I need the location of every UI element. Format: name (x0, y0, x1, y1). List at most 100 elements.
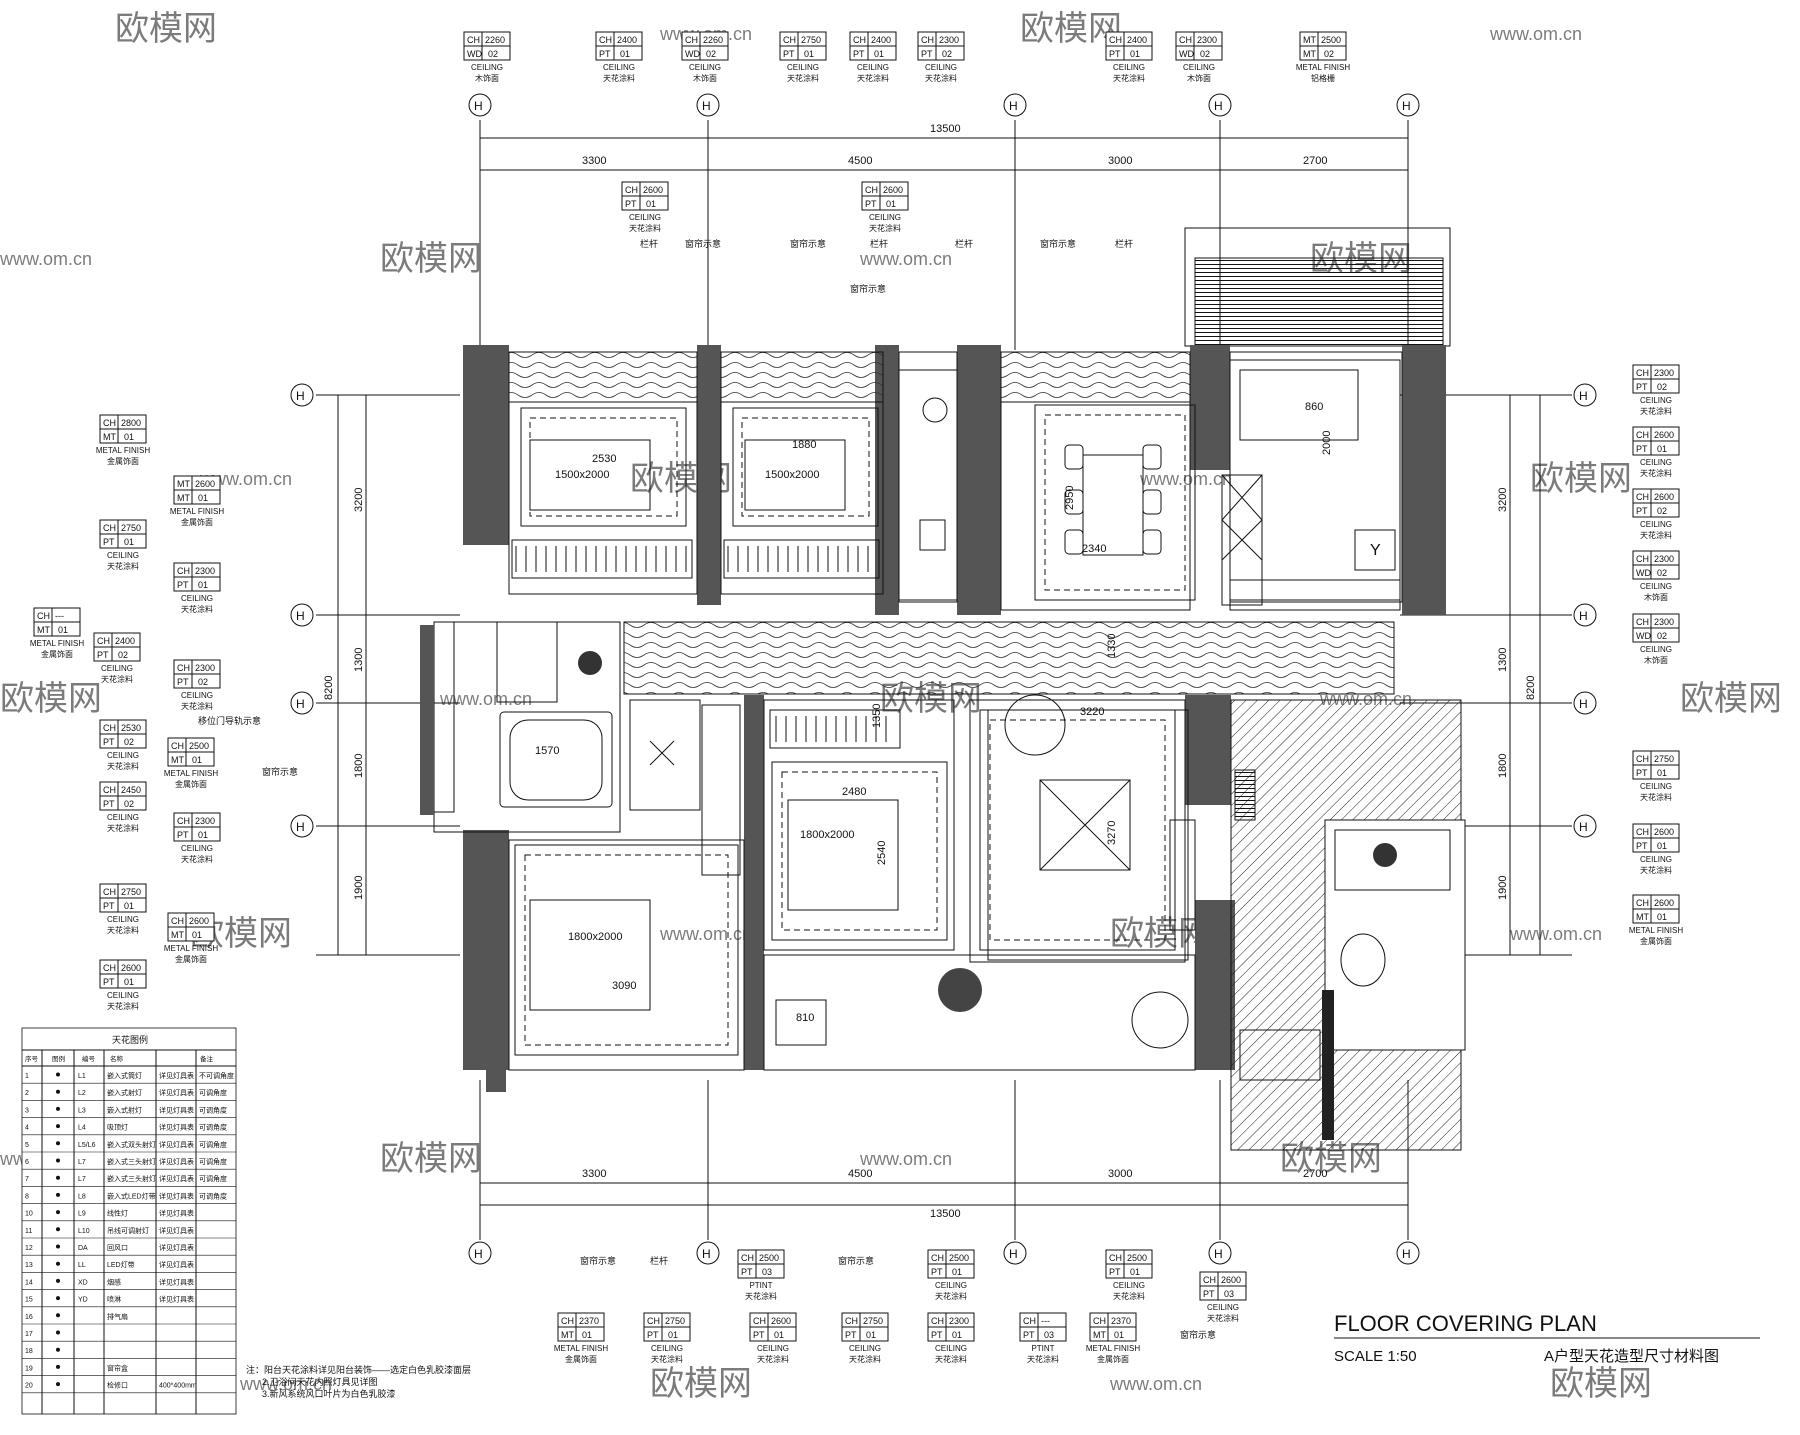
tag-ch: CH (1636, 898, 1649, 908)
tag-label-en: CEILING (651, 1344, 683, 1353)
tag-label-cn: 天花涂料 (629, 223, 661, 233)
tag-label-cn: 天花涂料 (181, 854, 213, 864)
tag-label-cn: 天花涂料 (1640, 406, 1672, 416)
plan-body (420, 227, 1466, 1151)
tag-ch: 2750 (1654, 754, 1674, 764)
axis-bubble: H (1396, 93, 1420, 117)
watermark-logo: 欧模网 (650, 1365, 752, 1403)
tag-label-en: PTINT (749, 1281, 772, 1290)
tag-label-cn: 天花涂料 (107, 823, 139, 833)
watermark-url: www.om.cn (659, 924, 752, 944)
tag-ch: 2300 (1197, 35, 1217, 45)
legend-spec: 详见灯具表 (159, 1209, 194, 1218)
tag-code: MT (37, 625, 50, 635)
legend-symbol (56, 1158, 60, 1163)
tag-code: PT (783, 49, 795, 59)
axis-bubble: H (468, 93, 492, 117)
tag-ch: CH (931, 1316, 944, 1326)
axis-bubble: H (1573, 814, 1597, 838)
tag-label-cn: 天花涂料 (651, 1354, 683, 1364)
legend-name: 嵌入式LED灯带 (107, 1191, 156, 1200)
legend-no: 19 (25, 1365, 33, 1372)
tag-ch: MT (177, 479, 190, 489)
tag-label-en: METAL FINISH (554, 1344, 608, 1353)
svg-text:H: H (474, 99, 483, 113)
bed-size-label: 1500x2000 (555, 469, 609, 481)
svg-text:2700: 2700 (1303, 155, 1327, 167)
tag-code: 01 (952, 1267, 962, 1277)
watermark-logo: 欧模网 (1680, 680, 1782, 718)
watermark-url: www.om.cn (1489, 24, 1582, 44)
tag-label-en: CEILING (1640, 520, 1672, 529)
svg-text:H: H (1009, 1247, 1018, 1261)
tag-code: PT (647, 1330, 659, 1340)
ceiling-trays (514, 404, 1196, 1056)
tag-label-cn: 天花涂料 (181, 604, 213, 614)
axis-bubble: H (290, 814, 314, 838)
legend-name: 吊线可调射灯 (107, 1226, 149, 1235)
tag-label-en: CEILING (869, 213, 901, 222)
tag-code: PT (1636, 841, 1648, 851)
tag-label-en: CEILING (107, 751, 139, 760)
tag-label-cn: 天花涂料 (1207, 1313, 1239, 1323)
axis-bubble: H (696, 1241, 720, 1265)
tag-ch: 2750 (863, 1316, 883, 1326)
svg-text:序号: 序号 (25, 1054, 39, 1063)
tag-code: 01 (1130, 1267, 1140, 1277)
svg-text:H: H (702, 99, 711, 113)
tag-ch: 2370 (1111, 1316, 1131, 1326)
tag-code: 02 (124, 799, 134, 809)
tag-ch: 2530 (121, 723, 141, 733)
tag-label-cn: 金属饰面 (41, 649, 73, 659)
tag-ch: CH (685, 35, 698, 45)
tag-code: WD (467, 49, 482, 59)
tag-code: PT (865, 199, 877, 209)
tag-code: PT (1636, 506, 1648, 516)
legend-no: 1 (25, 1073, 29, 1080)
tag-code: WD (685, 49, 700, 59)
watermark-url: www.om.cn (199, 469, 292, 489)
tag-code: PT (1636, 768, 1648, 778)
bed-size-label: 1800x2000 (568, 931, 622, 943)
legend-no: 18 (25, 1348, 33, 1355)
tag-label-en: CEILING (1207, 1303, 1239, 1312)
legend-name: 排气扇 (107, 1312, 128, 1321)
tag-ch: CH (467, 35, 480, 45)
svg-text:2700: 2700 (1303, 1168, 1327, 1180)
svg-text:H: H (1214, 1247, 1223, 1261)
svg-text:窗帘示意: 窗帘示意 (790, 238, 826, 249)
legend-code: DA (78, 1245, 88, 1252)
legend-symbol (56, 1106, 60, 1111)
tag-label-en: METAL FINISH (1296, 63, 1350, 72)
legend-no: 13 (25, 1262, 33, 1269)
tag-label-cn: 天花涂料 (925, 73, 957, 83)
svg-text:图例: 图例 (52, 1054, 65, 1063)
tag-ch: 2450 (121, 785, 141, 795)
axis-bubble: H (290, 383, 314, 407)
plan-title: FLOOR COVERING PLAN (1334, 1311, 1597, 1336)
tag-label-cn: 木饰面 (1187, 73, 1211, 83)
tag-label-cn: 金属饰面 (565, 1354, 597, 1364)
svg-text:3000: 3000 (1108, 1168, 1132, 1180)
tag-ch: 2260 (485, 35, 505, 45)
axis-bubble: H (468, 1241, 492, 1265)
tag-ch: CH (103, 418, 116, 428)
legend-note: 可调角度 (199, 1105, 227, 1114)
tag-label-en: CEILING (629, 213, 661, 222)
axis-bubble: H (1208, 1241, 1232, 1265)
tag-code: 01 (198, 493, 208, 503)
tag-ch: CH (753, 1316, 766, 1326)
tag-label-cn: 木饰面 (1644, 655, 1668, 665)
legend-symbol (56, 1364, 60, 1369)
